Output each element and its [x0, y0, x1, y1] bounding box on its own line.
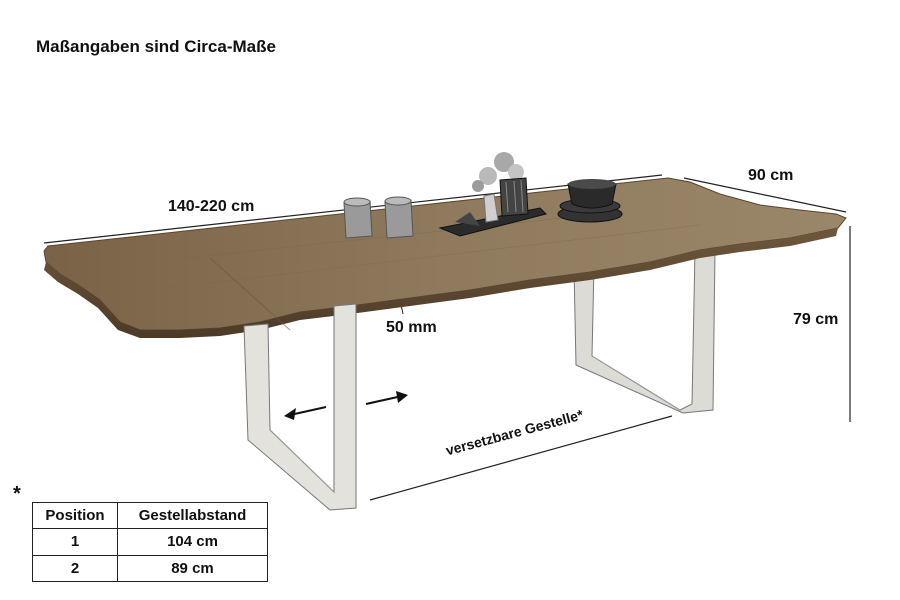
- table-cell: 1: [32, 528, 118, 556]
- table-cell: 104 cm: [117, 528, 268, 556]
- table-header-row: Position Gestellabstand: [32, 501, 268, 530]
- glass-right-icon: [384, 196, 414, 239]
- depth-label: 90 cm: [748, 167, 794, 184]
- footnote-marker: *: [13, 483, 21, 505]
- right-arrow-icon: [365, 391, 408, 405]
- table-header-cell: Gestellabstand: [117, 501, 268, 530]
- table-cell: 2: [32, 554, 118, 583]
- lantern-icon: [499, 177, 529, 217]
- left-arrow-icon: [284, 406, 327, 420]
- table-row: 1 104 cm: [32, 528, 268, 556]
- front-leg-frame: [243, 303, 357, 511]
- glass-left-icon: [343, 197, 373, 239]
- table-row: 2 89 cm: [32, 554, 268, 583]
- length-label: 140-220 cm: [168, 198, 255, 215]
- table-cell: 89 cm: [117, 554, 268, 583]
- thickness-label: 50 mm: [386, 319, 437, 336]
- bowls-stack-icon: [557, 179, 623, 223]
- flower-vase-icon: [472, 152, 524, 223]
- depth-dimension-line: [683, 177, 847, 213]
- table-header-cell: Position: [32, 501, 118, 530]
- legs-dimension-line: [369, 415, 673, 501]
- leg-position-table: Position Gestellabstand 1 104 cm 2 89 cm: [32, 501, 268, 583]
- page-title: Maßangaben sind Circa-Maße: [36, 37, 276, 56]
- table-top: [43, 177, 847, 338]
- height-label: 79 cm: [793, 311, 839, 328]
